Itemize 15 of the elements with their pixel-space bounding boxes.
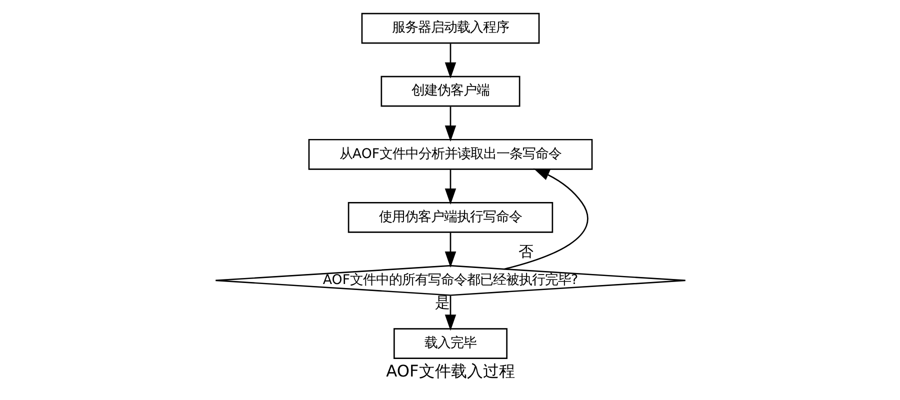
node-diamond: AOF文件中的所有写命令都已经被执行完毕? (214, 265, 686, 296)
arrow (504, 168, 588, 270)
arrow (444, 106, 456, 142)
node-box: 创建伪客户端 (380, 76, 520, 107)
arrow (444, 44, 456, 79)
arrow (444, 170, 456, 205)
arrow (444, 296, 456, 331)
arrow (444, 232, 456, 268)
edge-label: 是 (434, 294, 450, 312)
node-box: 从AOF文件中分析并读取出一条写命令 (308, 138, 592, 170)
edge-label: 否 (518, 243, 534, 260)
node-box: 服务器启动载入程序 (360, 12, 540, 44)
node-box: 载入完毕 (393, 328, 507, 359)
node-box: 使用伪客户端执行写命令 (347, 202, 553, 233)
caption: AOF文件载入过程 (386, 362, 514, 381)
